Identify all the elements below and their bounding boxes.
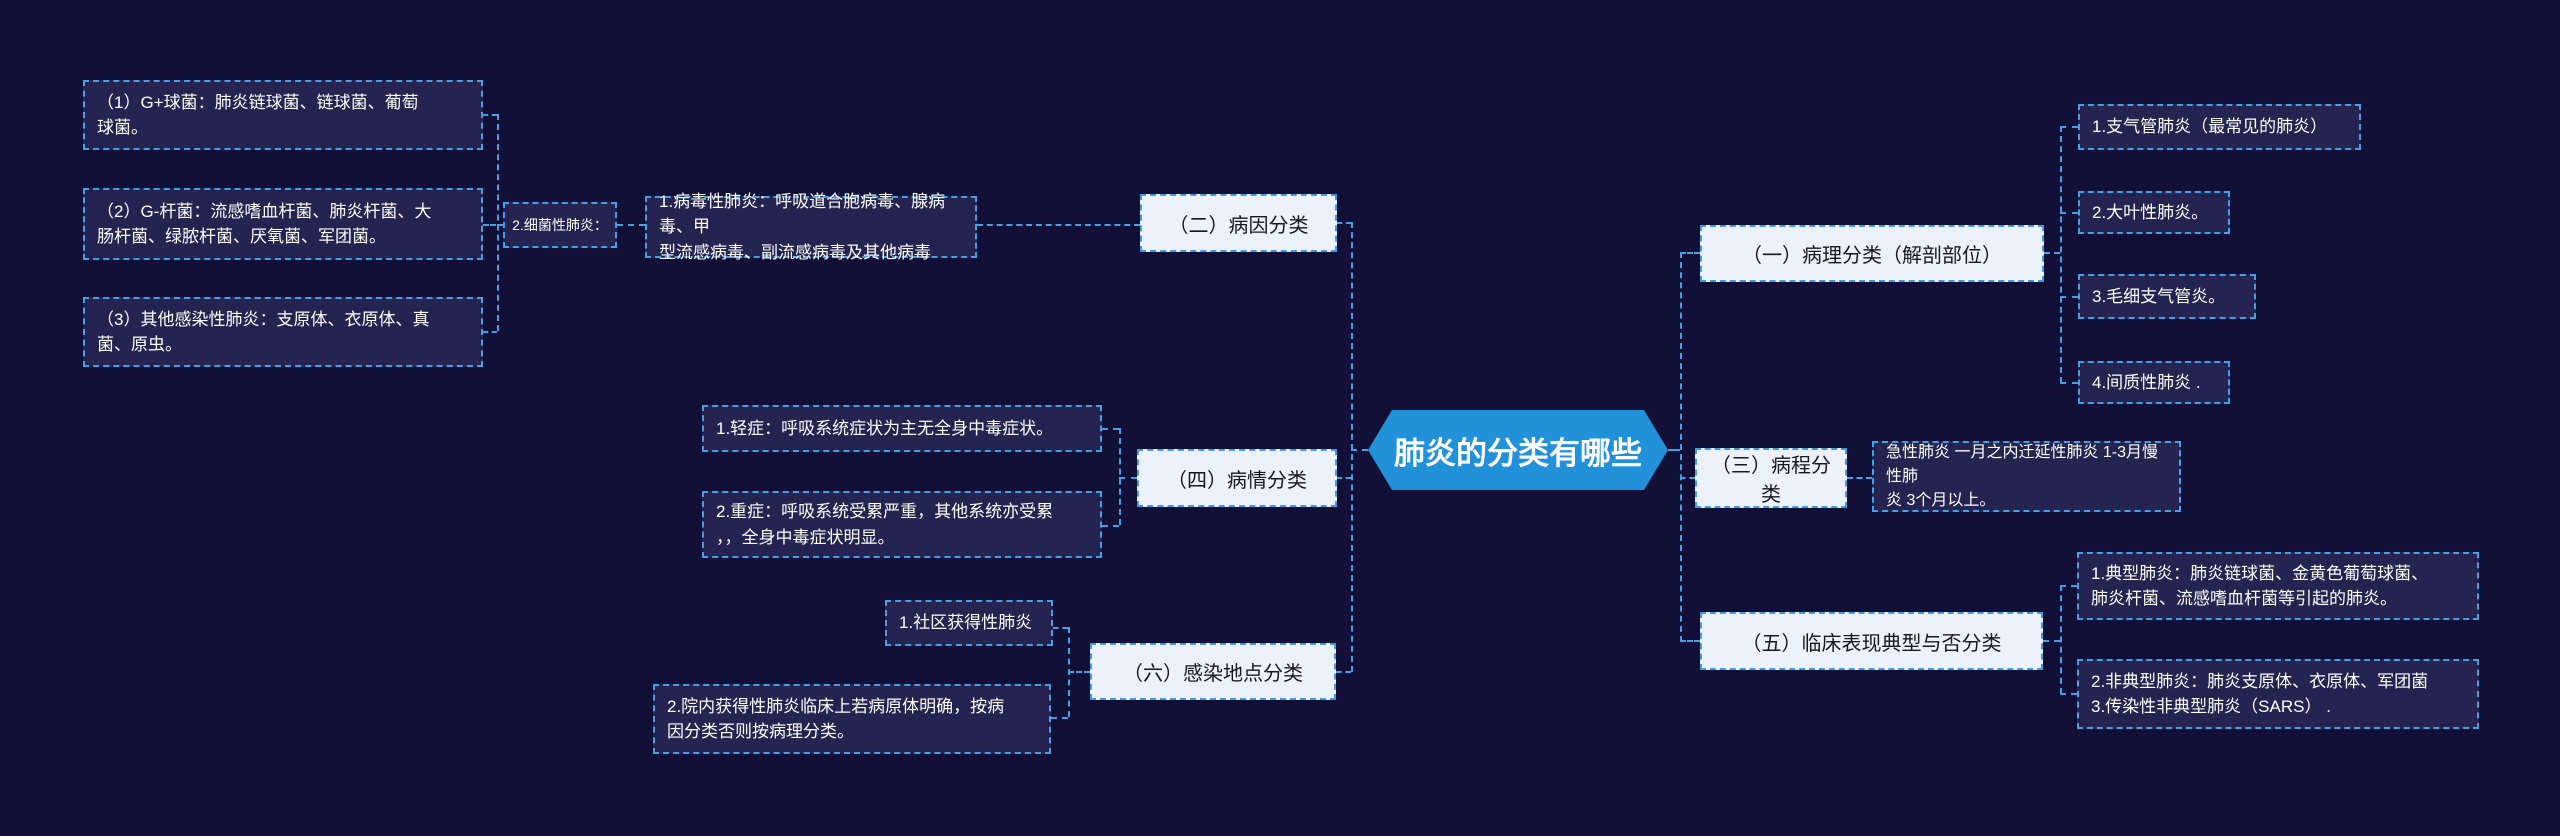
node-bronchiolitis[interactable]: 3.毛细支气管炎。 <box>2078 274 2256 319</box>
node-label: 1.轻症：呼吸系统症状为主无全身中毒症状。 <box>716 418 1054 438</box>
node-bronchopneumonia[interactable]: 1.支气管肺炎（最常见的肺炎） <box>2078 104 2361 150</box>
connector-line <box>1668 449 1680 451</box>
connector-line <box>977 224 1140 226</box>
connector-line <box>2060 126 2078 128</box>
node-label: 2.大叶性肺炎。 <box>2092 202 2209 222</box>
connector-line <box>2060 126 2062 383</box>
node-label: 1.病毒性肺炎：呼吸道合胞病毒、腺病毒、甲 型流感病毒、副流感病毒及其他病毒 <box>659 191 946 262</box>
connector-line <box>2060 296 2078 298</box>
central-topic-label: 肺炎的分类有哪些 <box>1394 435 1642 471</box>
branch-header-cause[interactable]: （二）病因分类 <box>1140 194 1337 252</box>
connector-line <box>2043 640 2060 642</box>
node-label: 1.典型肺炎：肺炎链球菌、金黄色葡萄球菌、 肺炎杆菌、流感嗜血杆菌等引起的肺炎。 <box>2091 563 2429 609</box>
connector-line <box>1680 252 1682 642</box>
connector-line <box>1068 671 1090 673</box>
connector-line <box>1351 222 1353 672</box>
node-label: 1.支气管肺炎（最常见的肺炎） <box>2092 117 2328 137</box>
node-other-infectious[interactable]: （3）其他感染性肺炎：支原体、衣原体、真 菌、原虫。 <box>83 297 483 367</box>
node-atypical-pneumonia[interactable]: 2.非典型肺炎：肺炎支原体、衣原体、军团菌 3.传染性非典型肺炎（SARS） . <box>2077 659 2479 729</box>
node-label: （2）G-杆菌：流感嗜血杆菌、肺炎杆菌、大 肠杆菌、绿脓杆菌、厌氧菌、军团菌。 <box>97 201 432 247</box>
connector-line <box>1680 252 1700 254</box>
node-hospital-acquired[interactable]: 2.院内获得性肺炎临床上若病原体明确，按病 因分类否则按病理分类。 <box>653 684 1051 754</box>
node-label: 急性肺炎 一月之内迁延性肺炎 1-3月慢性肺 炎 3个月以上。 <box>1886 443 2159 509</box>
node-lobar-pneumonia[interactable]: 2.大叶性肺炎。 <box>2078 191 2230 234</box>
branch-header-typical[interactable]: （五）临床表现典型与否分类 <box>1700 612 2043 670</box>
node-label: 2.细菌性肺炎： <box>512 216 608 233</box>
branch-header-label: （三）病程分类 <box>1711 455 1831 506</box>
connector-line <box>2060 212 2078 214</box>
connector-line <box>483 224 503 226</box>
node-g-negative-bacilli[interactable]: （2）G-杆菌：流感嗜血杆菌、肺炎杆菌、大 肠杆菌、绿脓杆菌、厌氧菌、军团菌。 <box>83 188 483 260</box>
branch-header-course[interactable]: （三）病程分类 <box>1695 448 1847 508</box>
node-mild-case[interactable]: 1.轻症：呼吸系统症状为主无全身中毒症状。 <box>702 405 1102 452</box>
connector-line <box>1680 477 1695 479</box>
node-label: 2.重症：呼吸系统受累严重，其他系统亦受累 ，，全身中毒症状明显。 <box>716 502 1054 547</box>
node-viral-pneumonia[interactable]: 1.病毒性肺炎：呼吸道合胞病毒、腺病毒、甲 型流感病毒、副流感病毒及其他病毒 <box>645 192 977 262</box>
connector-line <box>1847 477 1872 479</box>
node-label: 2.院内获得性肺炎临床上若病原体明确，按病 因分类否则按病理分类。 <box>667 696 1005 742</box>
connector-line <box>1102 525 1119 527</box>
connector-line <box>1053 627 1068 629</box>
connector-line <box>2060 382 2078 384</box>
connector-line <box>483 331 497 333</box>
node-g-positive-cocci[interactable]: （1）G+球菌：肺炎链球菌、链球菌、葡萄 球菌。 <box>83 80 483 150</box>
connector-line <box>2060 585 2077 587</box>
node-course-duration[interactable]: 急性肺炎 一月之内迁延性肺炎 1-3月慢性肺 炎 3个月以上。 <box>1872 441 2181 512</box>
connector-line <box>2044 252 2060 254</box>
node-label: （1）G+球菌：肺炎链球菌、链球菌、葡萄 球菌。 <box>97 92 419 138</box>
connector-line <box>2060 693 2077 695</box>
branch-header-label: （四）病情分类 <box>1167 469 1307 492</box>
node-community-acquired[interactable]: 1.社区获得性肺炎 <box>885 600 1053 646</box>
node-bacterial-pneumonia[interactable]: 2.细菌性肺炎： <box>503 202 617 248</box>
node-label: 1.社区获得性肺炎 <box>899 613 1033 633</box>
connector-line <box>2060 585 2062 694</box>
branch-header-label: （五）临床表现典型与否分类 <box>1741 632 2002 655</box>
node-severe-case[interactable]: 2.重症：呼吸系统受累严重，其他系统亦受累 ，，全身中毒症状明显。 <box>702 491 1102 558</box>
node-label: 3.毛细支气管炎。 <box>2092 286 2226 306</box>
connector-line <box>497 114 499 331</box>
branch-header-label: （一）病理分类（解剖部位） <box>1742 245 2002 267</box>
branch-header-location[interactable]: （六）感染地点分类 <box>1090 643 1336 700</box>
branch-header-label: （六）感染地点分类 <box>1123 663 1303 685</box>
central-topic-node[interactable]: 肺炎的分类有哪些 <box>1368 410 1668 490</box>
connector-line <box>1336 671 1351 673</box>
node-interstitial-pneumonia[interactable]: 4.间质性肺炎 . <box>2078 361 2230 404</box>
node-label: （3）其他感染性肺炎：支原体、衣原体、真 菌、原虫。 <box>97 309 430 355</box>
connector-line <box>483 114 497 116</box>
branch-header-label: （二）病因分类 <box>1168 214 1309 237</box>
connector-line <box>1680 640 1700 642</box>
node-label: 2.非典型肺炎：肺炎支原体、衣原体、军团菌 3.传染性非典型肺炎（SARS） . <box>2091 671 2429 717</box>
branch-header-pathology[interactable]: （一）病理分类（解剖部位） <box>1700 225 2044 282</box>
node-typical-pneumonia[interactable]: 1.典型肺炎：肺炎链球菌、金黄色葡萄球菌、 肺炎杆菌、流感嗜血杆菌等引起的肺炎。 <box>2077 552 2479 620</box>
connector-line <box>617 224 645 226</box>
connector-line <box>1337 477 1351 479</box>
connector-line <box>1119 428 1121 525</box>
node-label: 4.间质性肺炎 . <box>2092 372 2201 392</box>
connector-line <box>1051 717 1068 719</box>
connector-line <box>1119 477 1137 479</box>
connector-line <box>1102 428 1119 430</box>
connector-line <box>1337 222 1351 224</box>
branch-header-severity[interactable]: （四）病情分类 <box>1137 449 1337 507</box>
connector-line <box>1351 449 1368 451</box>
